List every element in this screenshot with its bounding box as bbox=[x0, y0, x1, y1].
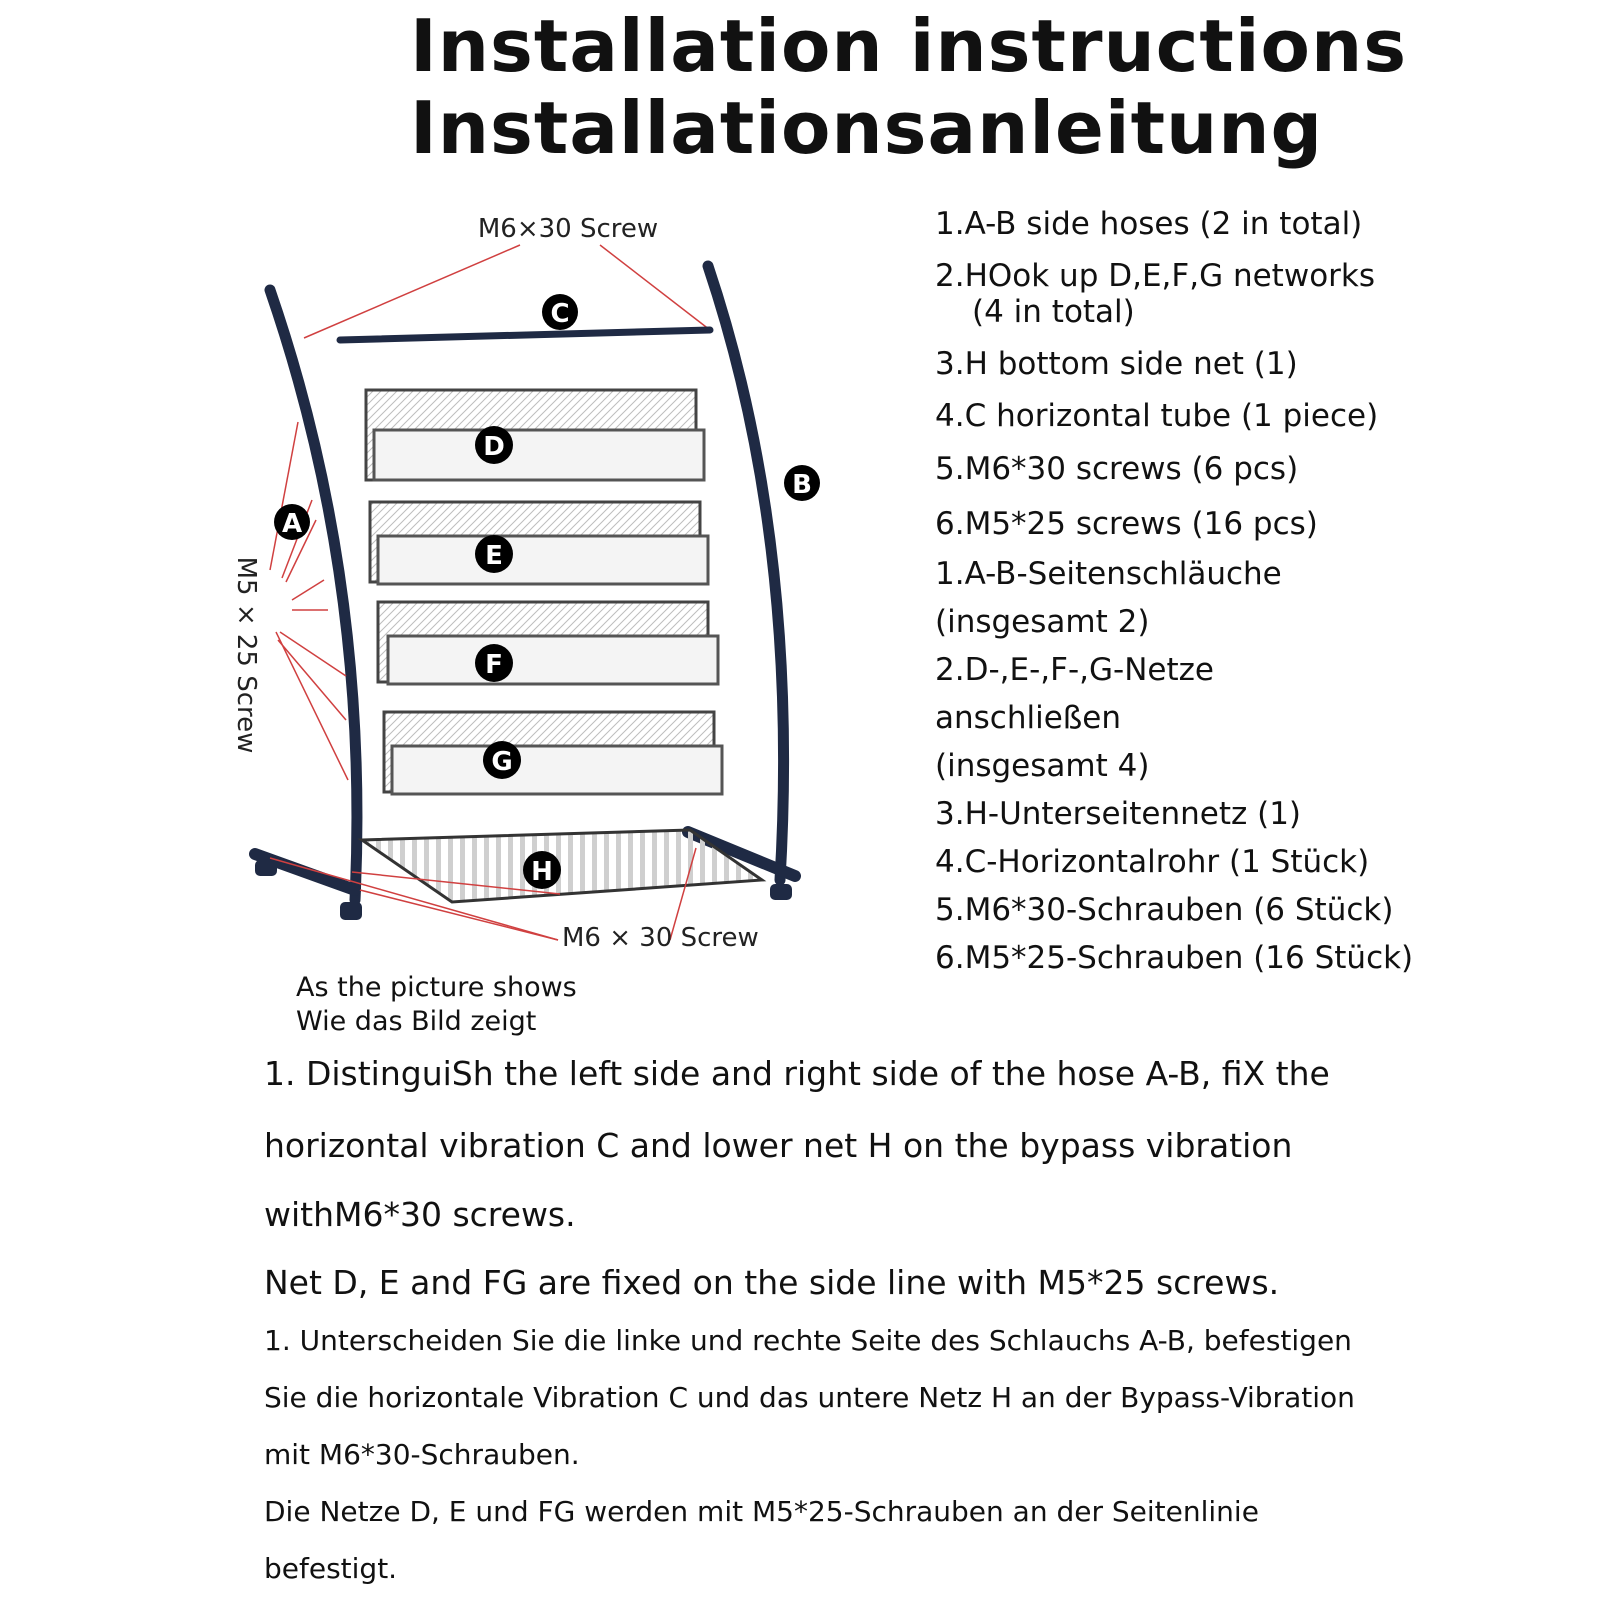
marker-a: A bbox=[274, 504, 310, 540]
marker-g: G bbox=[483, 741, 521, 779]
part-en-1: 1.A-B side hoses (2 in total) bbox=[935, 206, 1363, 242]
marker-e: E bbox=[475, 535, 513, 573]
side-hose-a bbox=[264, 284, 363, 906]
instruction-en-line-2: horizontal vibration C and lower net H o… bbox=[264, 1126, 1293, 1165]
part-de-2: 2.D-,E-,F-,G-Netze bbox=[935, 652, 1214, 688]
caption-german: Wie das Bild zeigt bbox=[296, 1006, 537, 1037]
part-de-1: 1.A-B-Seitenschläuche bbox=[935, 556, 1282, 592]
part-de-4: 4.C-Horizontalrohr (1 Stück) bbox=[935, 844, 1370, 880]
side-screw-label: M5 × 25 Screw bbox=[231, 557, 261, 754]
part-de-2-cont: anschließen bbox=[935, 700, 1122, 736]
wheel-left-rear bbox=[255, 860, 277, 876]
part-en-3: 3.H bottom side net (1) bbox=[935, 346, 1298, 382]
marker-d: D bbox=[475, 426, 513, 464]
net-g bbox=[382, 710, 724, 796]
top-leader-left bbox=[303, 244, 521, 339]
instruction-de-line-3: mit M6*30-Schrauben. bbox=[264, 1438, 580, 1471]
part-en-5: 5.M6*30 screws (6 pcs) bbox=[935, 451, 1299, 487]
top-leader-right bbox=[599, 244, 711, 331]
instruction-en-line-4: Net D, E and FG are fixed on the side li… bbox=[264, 1263, 1280, 1302]
instruction-de-line-2: Sie die horizontale Vibration C und das … bbox=[264, 1381, 1355, 1414]
bottom-screw-leaders bbox=[269, 847, 697, 941]
title-english: Installation instructions bbox=[410, 4, 1408, 88]
caption-english: As the picture shows bbox=[296, 972, 577, 1003]
net-f bbox=[376, 600, 720, 686]
instruction-de-line-1: 1. Unterscheiden Sie die linke und recht… bbox=[264, 1324, 1352, 1357]
part-en-2-cont: (4 in total) bbox=[972, 294, 1135, 330]
marker-b: B bbox=[784, 465, 820, 501]
svg-text:A: A bbox=[282, 509, 302, 539]
marker-c: C bbox=[542, 294, 578, 330]
part-en-4: 4.C horizontal tube (1 piece) bbox=[935, 398, 1379, 434]
side-hose-b bbox=[702, 260, 790, 886]
svg-text:H: H bbox=[531, 857, 553, 887]
part-de-6: 6.M5*25-Schrauben (16 Stück) bbox=[935, 940, 1414, 976]
svg-text:B: B bbox=[792, 470, 812, 500]
rack-diagram: M6×30 Screw bbox=[231, 214, 820, 950]
part-en-2: 2.HOok up D,E,F,G networks bbox=[935, 258, 1376, 294]
part-de-5: 5.M6*30-Schrauben (6 Stück) bbox=[935, 892, 1394, 928]
wheel-right-front bbox=[770, 884, 792, 900]
instruction-en-line-3: withM6*30 screws. bbox=[264, 1195, 576, 1234]
part-de-3: 3.H-Unterseitennetz (1) bbox=[935, 796, 1302, 832]
instruction-de-line-5: befestigt. bbox=[264, 1552, 398, 1585]
net-d bbox=[364, 388, 706, 482]
marker-h: H bbox=[523, 851, 561, 889]
bottom-screw-label: M6 × 30 Screw bbox=[562, 923, 759, 950]
instruction-en-line-1: 1. DistinguiSh the left side and right s… bbox=[264, 1054, 1330, 1093]
part-de-2-count: (insgesamt 4) bbox=[935, 748, 1150, 784]
part-en-6: 6.M5*25 screws (16 pcs) bbox=[935, 506, 1318, 542]
marker-f: F bbox=[475, 644, 513, 682]
title-german: Installationsanleitung bbox=[410, 86, 1324, 170]
horizontal-tube-c bbox=[336, 326, 714, 344]
net-e bbox=[368, 500, 710, 586]
svg-text:D: D bbox=[483, 432, 505, 462]
svg-text:E: E bbox=[485, 541, 503, 571]
wheel-left-front bbox=[340, 902, 362, 920]
svg-text:G: G bbox=[491, 747, 512, 777]
top-screw-label: M6×30 Screw bbox=[478, 214, 658, 244]
part-de-1-cont: (insgesamt 2) bbox=[935, 604, 1150, 640]
side-screw-leaders bbox=[269, 421, 349, 781]
instruction-de-line-4: Die Netze D, E und FG werden mit M5*25-S… bbox=[264, 1495, 1259, 1528]
svg-text:F: F bbox=[485, 650, 503, 680]
svg-text:C: C bbox=[550, 299, 569, 329]
bottom-net-h bbox=[357, 828, 767, 904]
